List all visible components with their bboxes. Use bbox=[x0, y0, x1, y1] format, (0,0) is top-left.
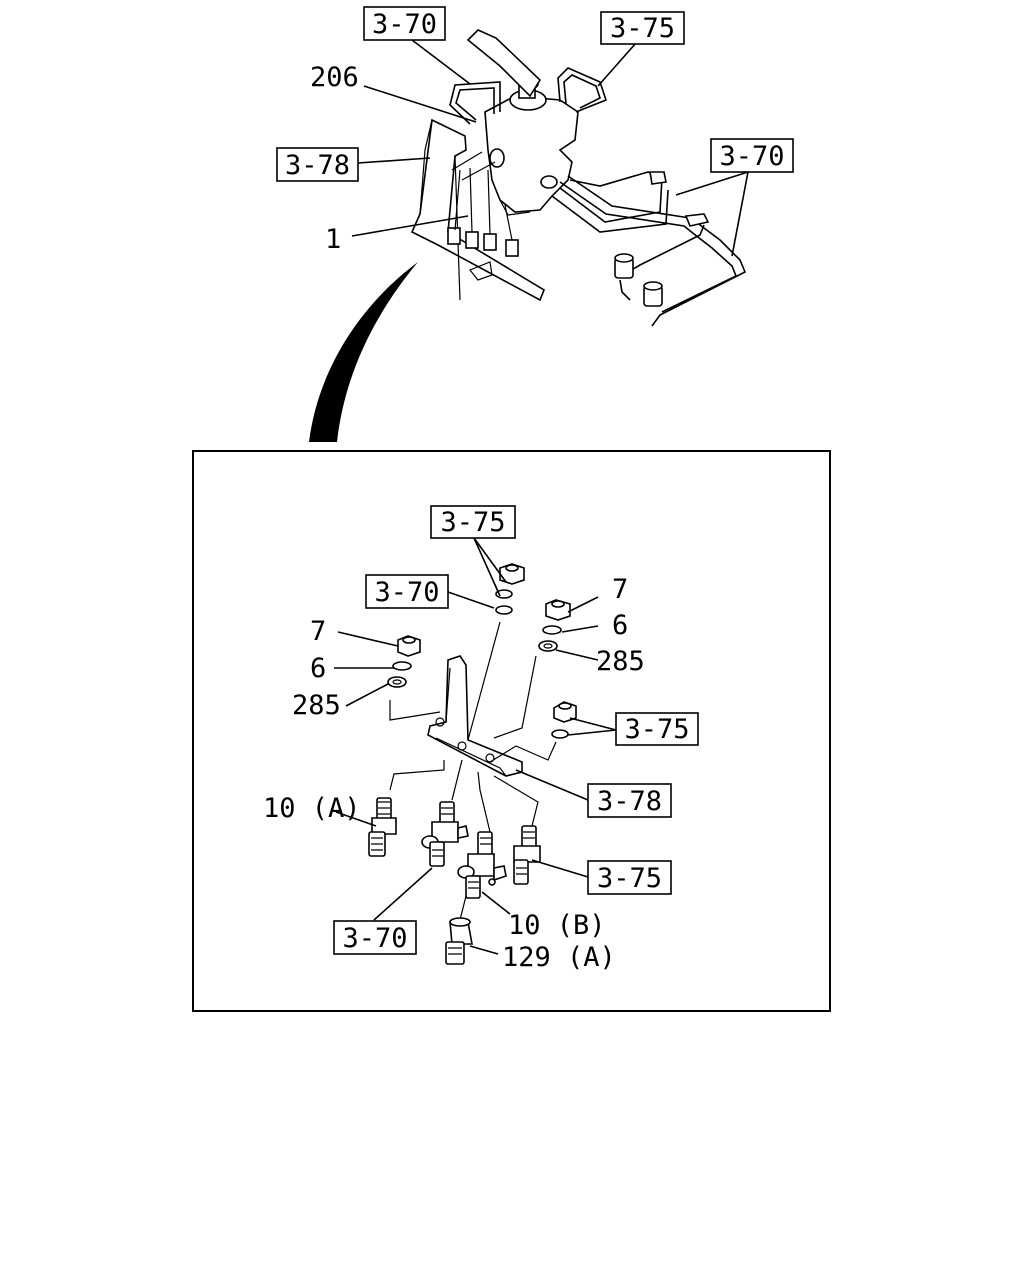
ref-box-3-70-right: 3-70 bbox=[719, 141, 784, 172]
ref-box-3-78-top: 3-78 bbox=[285, 150, 350, 181]
detail-frame bbox=[192, 450, 831, 1012]
union-fitting-right bbox=[513, 825, 541, 885]
top-assembly-view: 3-70 3-75 3-78 3-70 206 1 bbox=[276, 6, 794, 327]
part-number-206: 206 bbox=[310, 62, 359, 93]
ref-box-3-70-detail-upper: 3-70 bbox=[374, 577, 439, 608]
ref-box-3-70-top: 3-70 bbox=[372, 9, 437, 40]
tee-fitting bbox=[421, 801, 469, 867]
ref-box-3-75-detail-top: 3-75 bbox=[440, 507, 505, 538]
ref-box-3-70-detail-lower: 3-70 bbox=[342, 923, 407, 954]
union-fitting-10b bbox=[457, 831, 507, 899]
part-number-285-left: 285 bbox=[292, 690, 341, 721]
part-number-129a: 129 (A) bbox=[502, 942, 616, 973]
detail-view: 3-75 3-70 3-75 3-78 3-75 3-70 7 6 285 7 … bbox=[192, 450, 831, 1012]
part-number-6-left: 6 bbox=[310, 653, 326, 684]
ref-box-3-75-top: 3-75 bbox=[610, 13, 675, 44]
part-number-6-right: 6 bbox=[612, 610, 628, 641]
ref-box-3-75-detail-right: 3-75 bbox=[624, 714, 689, 745]
part-number-285-right: 285 bbox=[596, 646, 645, 677]
part-number-10b: 10 (B) bbox=[508, 910, 606, 941]
ref-box-3-78-detail: 3-78 bbox=[597, 786, 662, 817]
part-number-1: 1 bbox=[325, 224, 341, 255]
part-number-10a: 10 (A) bbox=[263, 793, 361, 824]
magnify-callout-arrow bbox=[309, 262, 418, 442]
part-number-7-left: 7 bbox=[310, 616, 326, 647]
fitting-129a bbox=[445, 917, 473, 965]
union-fitting-10a bbox=[368, 797, 397, 857]
part-number-7-right: 7 bbox=[612, 574, 628, 605]
ref-box-3-75-detail-lower: 3-75 bbox=[597, 863, 662, 894]
